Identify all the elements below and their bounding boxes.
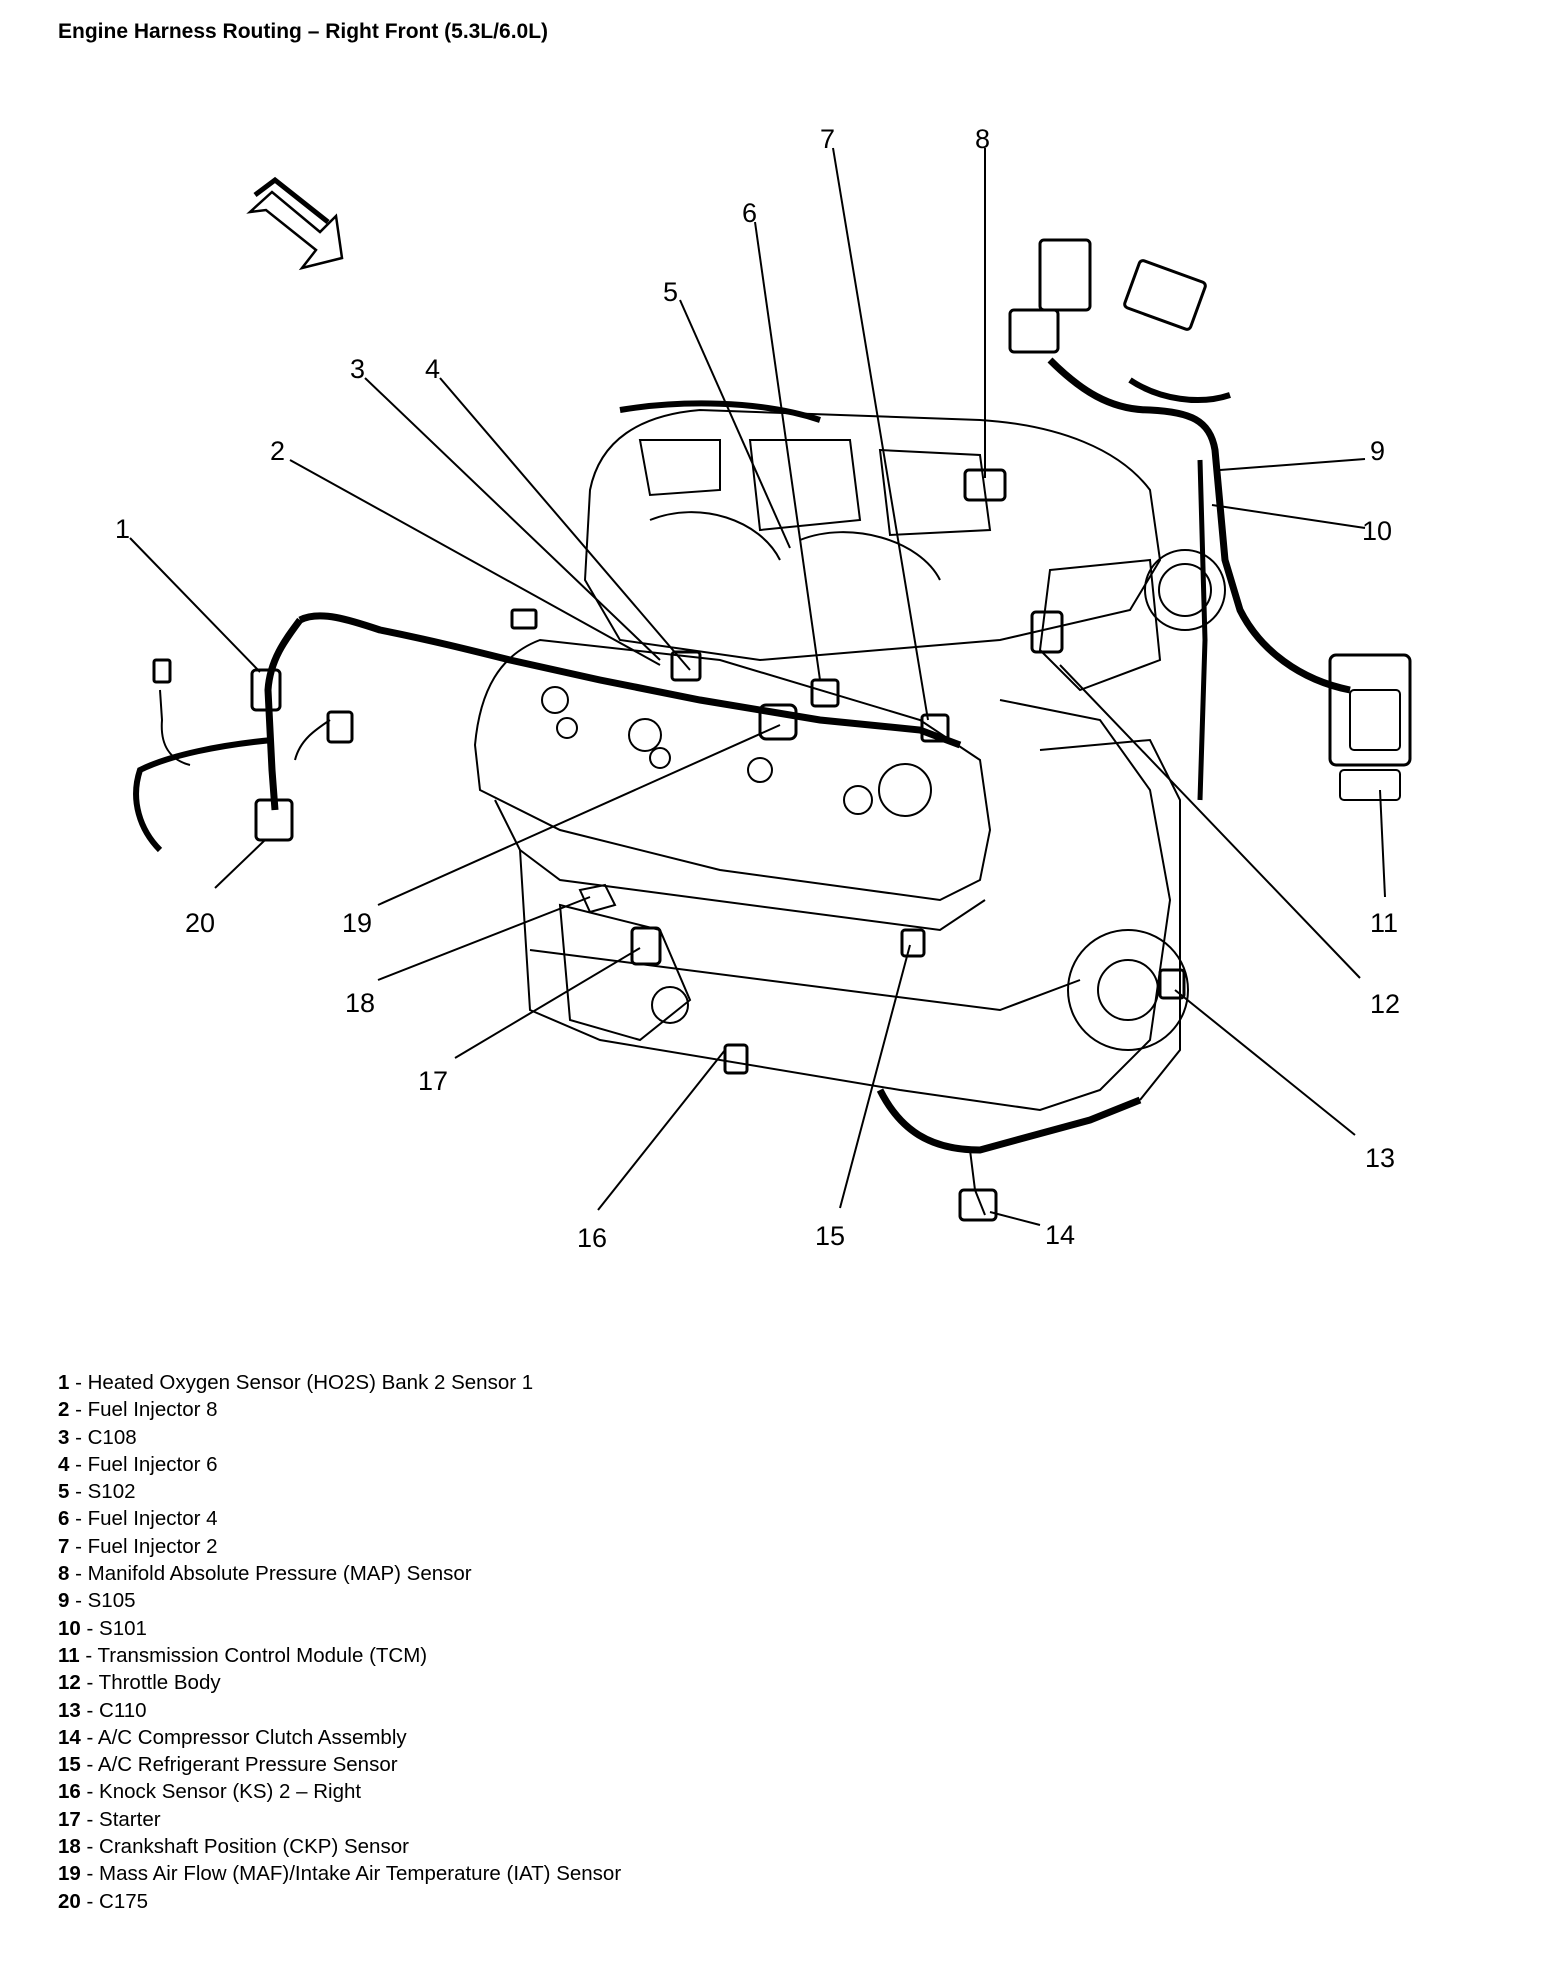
legend-number: 10 <box>58 1616 81 1640</box>
legend-number: 18 <box>58 1835 81 1859</box>
legend-text: S102 <box>87 1480 136 1504</box>
legend-text: Fuel Injector 2 <box>87 1534 218 1558</box>
legend-number: 4 <box>58 1452 70 1476</box>
callout-12: 12 <box>1370 989 1400 1019</box>
callout-1: 1 <box>115 514 130 544</box>
callout-3: 3 <box>350 354 365 384</box>
legend-item: 15 - A/C Refrigerant Pressure Sensor <box>58 1753 398 1777</box>
legend-item: 8 - Manifold Absolute Pressure (MAP) Sen… <box>58 1562 472 1586</box>
legend-number: 8 <box>58 1562 70 1586</box>
callout-6: 6 <box>742 198 757 228</box>
legend-text: Heated Oxygen Sensor (HO2S) Bank 2 Senso… <box>87 1371 534 1394</box>
legend-item: 18 - Crankshaft Position (CKP) Sensor <box>58 1835 409 1859</box>
callout-17: 17 <box>418 1066 448 1096</box>
legend-item: 5 - S102 <box>58 1480 136 1504</box>
diagram-title: Engine Harness Routing – Right Front (5.… <box>58 20 549 43</box>
legend-number: 16 <box>58 1780 81 1804</box>
legend-text: Crankshaft Position (CKP) Sensor <box>99 1835 409 1859</box>
callout-7: 7 <box>820 124 835 154</box>
legend-item: 3 - C108 <box>58 1425 137 1449</box>
legend-number: 20 <box>58 1889 81 1913</box>
callout-8: 8 <box>975 124 990 154</box>
legend-text: C175 <box>99 1889 149 1913</box>
callout-19: 19 <box>342 908 372 938</box>
legend-item: 17 - Starter <box>58 1807 161 1831</box>
legend-item: 4 - Fuel Injector 6 <box>58 1452 218 1476</box>
legend-number: 3 <box>58 1425 70 1449</box>
legend-item: 7 - Fuel Injector 2 <box>58 1534 218 1558</box>
engine-illustration <box>133 238 1412 1222</box>
legend-number: 9 <box>58 1589 70 1613</box>
legend-number: 15 <box>58 1753 81 1777</box>
legend-text: Transmission Control Module (TCM) <box>97 1643 428 1667</box>
legend-text: Starter <box>99 1807 161 1831</box>
callout-13: 13 <box>1365 1143 1395 1173</box>
callout-leaders <box>129 147 1386 1226</box>
legend-item: 19 - Mass Air Flow (MAF)/Intake Air Temp… <box>58 1862 622 1886</box>
legend-item: 12 - Throttle Body <box>58 1671 221 1695</box>
legend-text: A/C Compressor Clutch Assembly <box>97 1725 407 1749</box>
legend-text: Manifold Absolute Pressure (MAP) Sensor <box>87 1562 472 1586</box>
legend-text: Fuel Injector 4 <box>87 1507 218 1531</box>
legend-number: 5 <box>58 1480 70 1504</box>
legend-text: C108 <box>87 1425 137 1449</box>
legend-number: 2 <box>58 1398 70 1422</box>
component-legend: 1 - Heated Oxygen Sensor (HO2S) Bank 2 S… <box>58 1369 621 1915</box>
callout-16: 16 <box>577 1223 607 1253</box>
legend-number: 11 <box>58 1643 80 1667</box>
legend-item: 6 - Fuel Injector 4 <box>58 1507 218 1531</box>
legend-item: 11 - Transmission Control Module (TCM) <box>58 1643 428 1667</box>
callout-10: 10 <box>1362 516 1392 546</box>
callout-9: 9 <box>1370 436 1385 466</box>
legend-number: 17 <box>58 1807 81 1831</box>
legend-number: 14 <box>58 1725 81 1749</box>
legend-text: Fuel Injector 8 <box>87 1398 218 1422</box>
legend-text: C110 <box>99 1698 147 1722</box>
callout-4: 4 <box>425 354 440 384</box>
callout-numbers: 1 2 3 4 5 6 7 8 9 10 11 12 13 14 15 16 1… <box>115 124 1400 1253</box>
legend-text: Knock Sensor (KS) 2 – Right <box>99 1780 362 1804</box>
legend-item: 10 - S101 <box>58 1616 147 1640</box>
legend-item: 2 - Fuel Injector 8 <box>58 1398 218 1422</box>
callout-5: 5 <box>663 277 678 307</box>
legend-item: 20 - C175 <box>58 1889 149 1913</box>
legend-item: 13 - C110 <box>58 1698 147 1722</box>
legend-number: 6 <box>58 1507 70 1531</box>
legend-text: Throttle Body <box>98 1671 221 1695</box>
callout-20: 20 <box>185 908 215 938</box>
callout-14: 14 <box>1045 1220 1075 1250</box>
legend-number: 12 <box>58 1671 81 1695</box>
callout-15: 15 <box>815 1221 845 1251</box>
callout-11: 11 <box>1370 908 1398 938</box>
legend-item: 16 - Knock Sensor (KS) 2 – Right <box>58 1780 362 1804</box>
callout-2: 2 <box>270 436 285 466</box>
legend-text: S105 <box>87 1589 136 1613</box>
legend-text: Mass Air Flow (MAF)/Intake Air Temperatu… <box>99 1862 622 1886</box>
legend-item: 1 - Heated Oxygen Sensor (HO2S) Bank 2 S… <box>58 1371 534 1394</box>
callout-18: 18 <box>345 988 375 1018</box>
legend-number: 7 <box>58 1534 70 1558</box>
legend-number: 1 <box>58 1371 70 1394</box>
engine-harness-diagram: 1 2 3 4 5 6 7 8 9 10 11 12 13 14 15 16 1… <box>115 124 1412 1253</box>
legend-number: 19 <box>58 1862 81 1886</box>
legend-text: Fuel Injector 6 <box>87 1452 218 1476</box>
legend-item: 14 - A/C Compressor Clutch Assembly <box>58 1725 407 1749</box>
legend-item: 9 - S105 <box>58 1589 136 1613</box>
legend-number: 13 <box>58 1698 81 1722</box>
legend-text: S101 <box>99 1616 147 1640</box>
front-direction-arrow-icon <box>246 176 344 271</box>
legend-text: A/C Refrigerant Pressure Sensor <box>97 1753 398 1777</box>
